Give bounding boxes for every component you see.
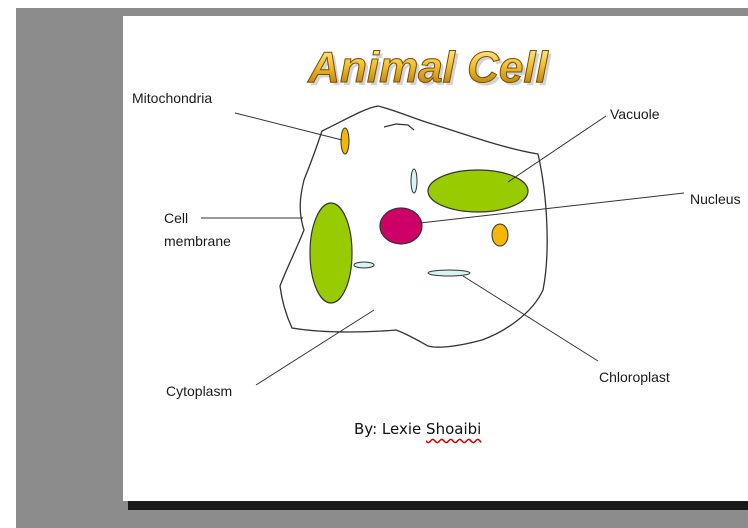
label-cytoplasm: Cytoplasm [166,382,232,400]
label-cell-membrane-line2: membrane [164,232,231,250]
leader-mitochondria [235,113,342,140]
chloroplast-left [354,262,374,268]
page-title-front: Animal Cell [307,43,548,92]
chloroplast-vertical [411,169,417,193]
vacuole-large [428,170,528,212]
mitochondrion-top [341,128,349,154]
label-cell-membrane-line1: Cell [164,209,188,227]
author-first-name: Lexie [382,420,421,438]
label-mitochondria: Mitochondria [132,89,212,107]
chloroplast-bottom [428,270,470,276]
cell-notch [384,124,414,130]
mitochondrion-right [492,224,508,246]
vacuole-tall [310,203,352,303]
label-vacuole: Vacuole [610,105,660,123]
label-nucleus: Nucleus [690,190,741,208]
leader-cytoplasm [256,310,374,385]
author-last-name: Shoaibi [426,420,481,438]
label-chloroplast: Chloroplast [599,368,670,386]
nucleus-shape [380,208,422,244]
leader-vacuole [508,116,606,182]
author-credit: By: Lexie Shoaibi [354,420,481,438]
leader-chloroplast [463,276,598,361]
author-prefix: By: [354,420,377,438]
